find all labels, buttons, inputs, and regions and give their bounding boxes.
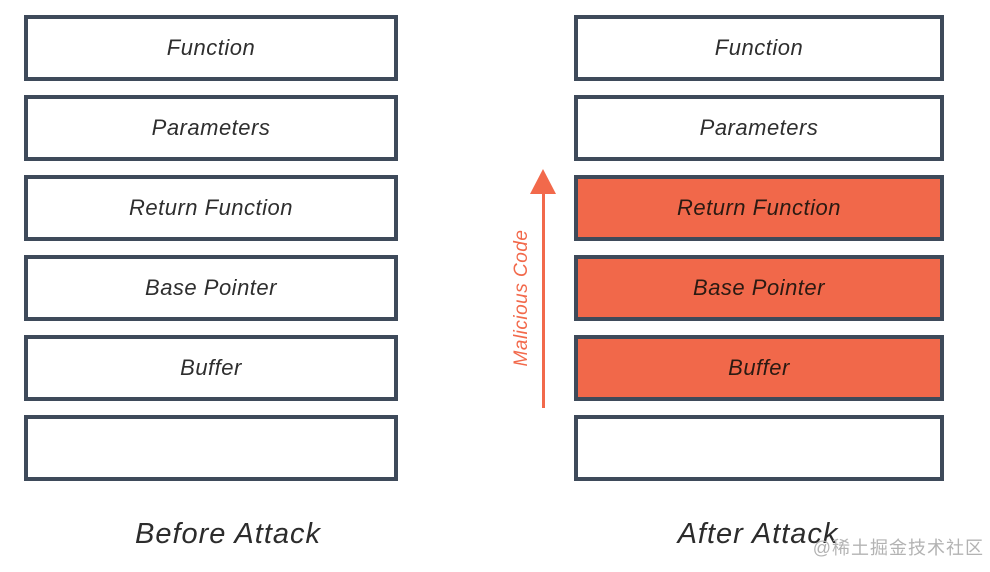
stack-box-function: Function (574, 15, 944, 81)
stack-box-function: Function (24, 15, 398, 81)
arrow-up-icon (530, 169, 556, 194)
stack-box-empty (574, 415, 944, 481)
stack-box-parameters: Parameters (574, 95, 944, 161)
after-attack-label: After Attack (677, 518, 839, 550)
stack-box-return-function: Return Function (574, 175, 944, 241)
before-attack-label: Before Attack (134, 518, 322, 550)
stack-box-base-pointer: Base Pointer (24, 255, 398, 321)
stack-box-base-pointer: Base Pointer (574, 255, 944, 321)
watermark: @稀土掘金技术社区 (812, 538, 984, 558)
stack-box-parameters: Parameters (24, 95, 398, 161)
stack-box-buffer: Buffer (574, 335, 944, 401)
arrow-line (542, 192, 545, 408)
stack-box-empty (24, 415, 398, 481)
stack-box-return-function: Return Function (24, 175, 398, 241)
stack-box-buffer: Buffer (24, 335, 398, 401)
malicious-code-label: Malicious Code (511, 229, 532, 367)
